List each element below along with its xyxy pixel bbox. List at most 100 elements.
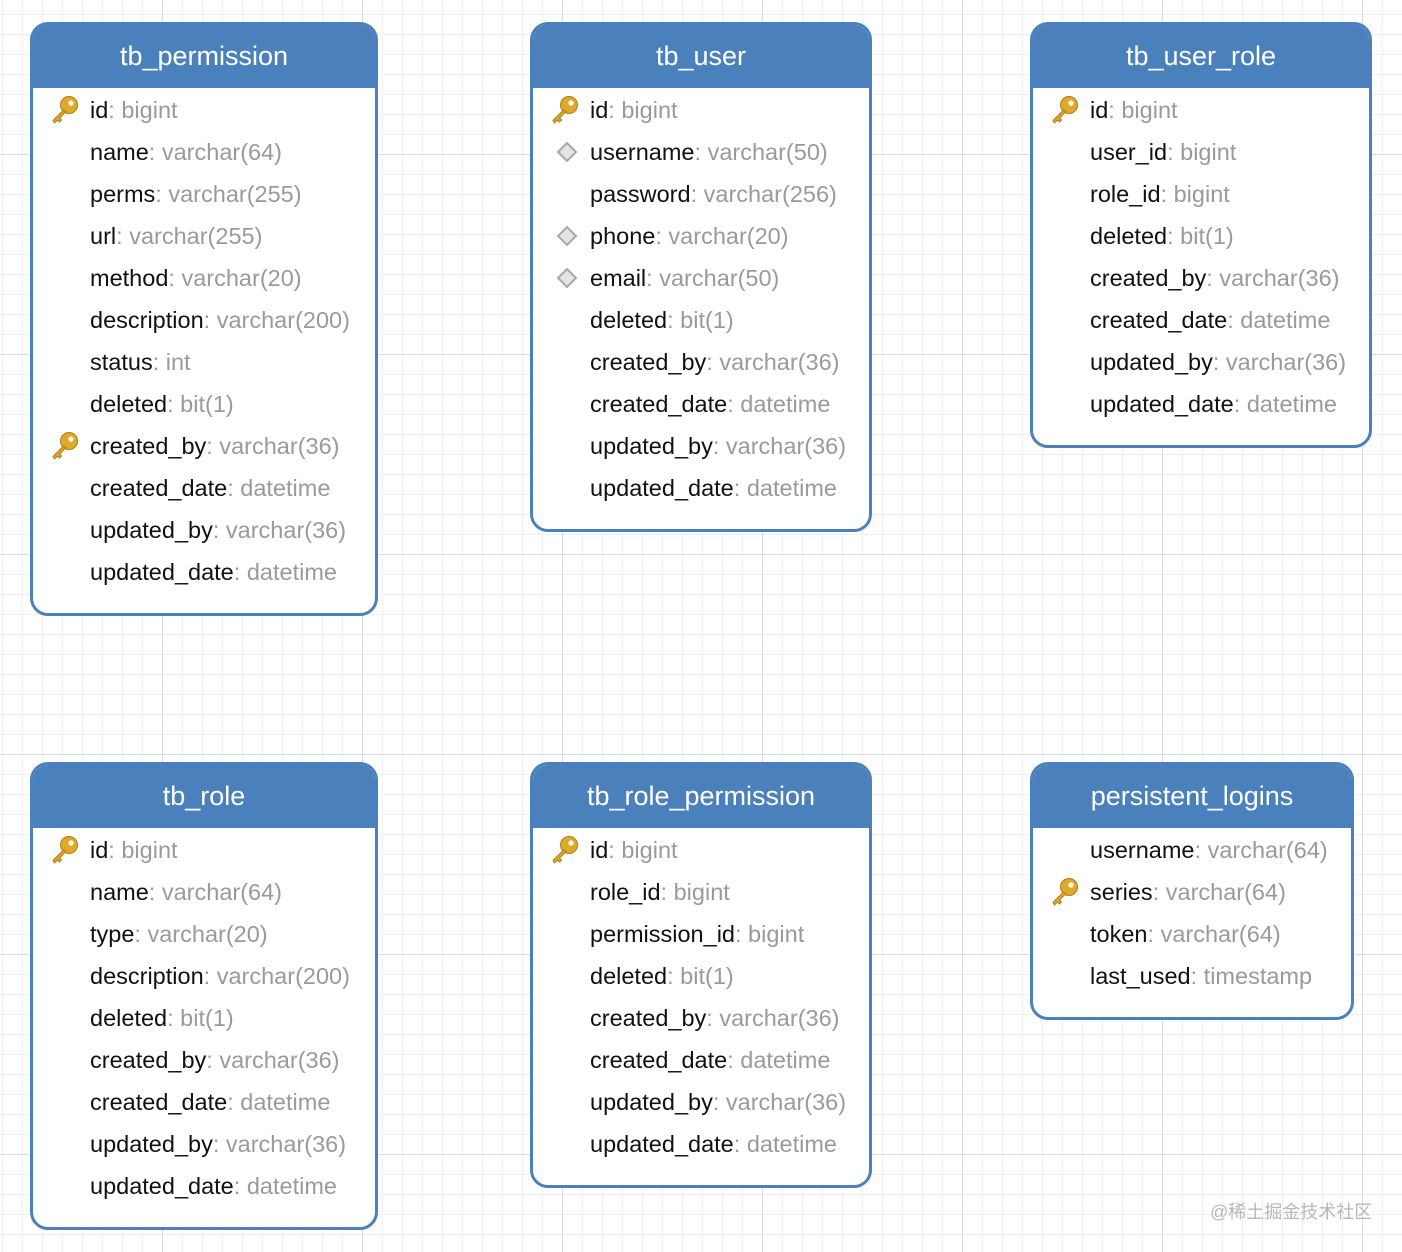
column-name: created_date (1090, 307, 1228, 333)
table-persistent-logins[interactable]: persistent_logins username: varchar(64)s… (1030, 762, 1354, 1020)
column-row[interactable]: created_date: datetime (33, 1081, 375, 1123)
column-row[interactable]: name: varchar(64) (33, 131, 375, 173)
column-row[interactable]: updated_by: varchar(36) (33, 509, 375, 551)
column-name: id (1090, 97, 1109, 123)
column-row[interactable]: updated_date: datetime (533, 467, 869, 509)
column-type: bit(1) (180, 1005, 234, 1031)
column-row[interactable]: updated_date: datetime (1033, 383, 1369, 425)
column-row[interactable]: created_by: varchar(36) (33, 425, 375, 467)
column-row[interactable]: created_date: datetime (533, 383, 869, 425)
column-type: varchar(255) (168, 181, 302, 207)
column-type: datetime (1246, 391, 1337, 417)
column-name: role_id (590, 879, 661, 905)
column-type: varchar(36) (725, 1089, 847, 1115)
column-row[interactable]: description: varchar(200) (33, 955, 375, 997)
column-separator: : (206, 1047, 220, 1073)
column-row[interactable]: updated_by: varchar(36) (533, 1081, 869, 1123)
column-separator: : (203, 307, 217, 333)
column-row[interactable]: updated_date: datetime (33, 1165, 375, 1207)
column-type: varchar(20) (181, 265, 302, 291)
column-row[interactable]: created_date: datetime (33, 467, 375, 509)
column-row[interactable]: status: int (33, 341, 375, 383)
column-row[interactable]: deleted: bit(1) (533, 955, 869, 997)
column-name: updated_date (590, 1131, 734, 1157)
column-row[interactable]: series: varchar(64) (1033, 871, 1351, 913)
column-name: permission_id (590, 921, 735, 947)
column-row[interactable]: username: varchar(50) (533, 131, 869, 173)
column-name: id (590, 97, 609, 123)
column-type: bigint (621, 97, 678, 123)
column-row[interactable]: id: bigint (1033, 89, 1369, 131)
column-type: datetime (246, 1173, 337, 1199)
column-type: varchar(64) (161, 879, 283, 905)
column-separator: : (667, 307, 681, 333)
column-separator: : (706, 349, 720, 375)
column-row[interactable]: method: varchar(20) (33, 257, 375, 299)
column-row[interactable]: username: varchar(64) (1033, 829, 1351, 871)
column-row[interactable]: created_by: varchar(36) (33, 1039, 375, 1081)
column-name: username (1090, 837, 1195, 863)
column-type: varchar(36) (225, 517, 347, 543)
column-row[interactable]: updated_date: datetime (33, 551, 375, 593)
column-row[interactable]: deleted: bit(1) (1033, 215, 1369, 257)
column-type: varchar(50) (659, 265, 780, 291)
column-row[interactable]: created_date: datetime (1033, 299, 1369, 341)
column-row[interactable]: user_id: bigint (1033, 131, 1369, 173)
column-separator: : (1194, 837, 1208, 863)
column-name: description (90, 963, 204, 989)
column-row[interactable]: deleted: bit(1) (533, 299, 869, 341)
column-row[interactable]: phone: varchar(20) (533, 215, 869, 257)
column-separator: : (608, 97, 622, 123)
column-row[interactable]: description: varchar(200) (33, 299, 375, 341)
column-row[interactable]: perms: varchar(255) (33, 173, 375, 215)
column-row[interactable]: created_by: varchar(36) (533, 341, 869, 383)
column-name: created_by (1090, 265, 1207, 291)
column-name: status (90, 349, 153, 375)
column-type: varchar(64) (1165, 879, 1286, 905)
column-row[interactable]: created_by: varchar(36) (533, 997, 869, 1039)
column-separator: : (1206, 265, 1220, 291)
column-row[interactable]: updated_by: varchar(36) (33, 1123, 375, 1165)
column-name: created_by (90, 433, 207, 459)
column-row[interactable]: updated_date: datetime (533, 1123, 869, 1165)
column-row[interactable]: created_date: datetime (533, 1039, 869, 1081)
column-row[interactable]: role_id: bigint (533, 871, 869, 913)
column-row[interactable]: id: bigint (533, 89, 869, 131)
column-row[interactable]: name: varchar(64) (33, 871, 375, 913)
table-title: tb_role (33, 765, 375, 828)
column-row[interactable]: deleted: bit(1) (33, 383, 375, 425)
column-row[interactable]: email: varchar(50) (533, 257, 869, 299)
column-row[interactable]: permission_id: bigint (533, 913, 869, 955)
column-type: bit(1) (680, 963, 734, 989)
column-row[interactable]: created_by: varchar(36) (1033, 257, 1369, 299)
column-row[interactable]: last_used: timestamp (1033, 955, 1351, 997)
column-name: phone (590, 223, 656, 249)
column-name: name (90, 879, 149, 905)
column-type: bit(1) (680, 307, 734, 333)
column-row[interactable]: updated_by: varchar(36) (533, 425, 869, 467)
column-row[interactable]: id: bigint (33, 89, 375, 131)
column-row[interactable]: password: varchar(256) (533, 173, 869, 215)
column-row[interactable]: id: bigint (33, 829, 375, 871)
column-name: series (1090, 879, 1153, 905)
column-row[interactable]: id: bigint (533, 829, 869, 871)
column-type: bigint (121, 837, 178, 863)
column-name: updated_by (1090, 349, 1213, 375)
column-row[interactable]: role_id: bigint (1033, 173, 1369, 215)
column-type: datetime (246, 559, 337, 585)
column-row[interactable]: deleted: bit(1) (33, 997, 375, 1039)
column-row[interactable]: type: varchar(20) (33, 913, 375, 955)
column-separator: : (152, 349, 166, 375)
column-name: updated_date (90, 1173, 234, 1199)
column-row[interactable]: updated_by: varchar(36) (1033, 341, 1369, 383)
column-row[interactable]: url: varchar(255) (33, 215, 375, 257)
column-row[interactable]: token: varchar(64) (1033, 913, 1351, 955)
